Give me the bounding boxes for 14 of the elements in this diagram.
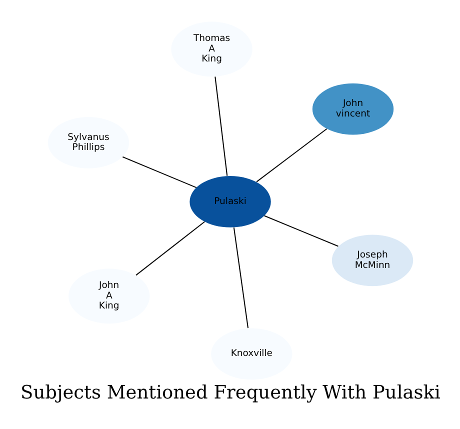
connector — [135, 220, 204, 276]
node-ellipse: Pulaski — [189, 176, 270, 227]
connector — [256, 128, 327, 182]
connector — [122, 156, 196, 188]
node-ellipse: Sylvanus Phillips — [47, 116, 129, 168]
node-ellipse: John vincent — [312, 82, 394, 134]
connector — [232, 226, 248, 328]
node-ellipse: Knoxville — [210, 328, 292, 380]
node-ellipse: Joseph McMinn — [331, 234, 413, 286]
node-ellipse: John A King — [68, 268, 150, 324]
connector — [264, 214, 338, 246]
node-ellipse: Thomas A King — [170, 21, 252, 76]
diagram-title: Subjects Mentioned Frequently With Pulaski — [20, 382, 440, 404]
connector — [214, 76, 228, 176]
